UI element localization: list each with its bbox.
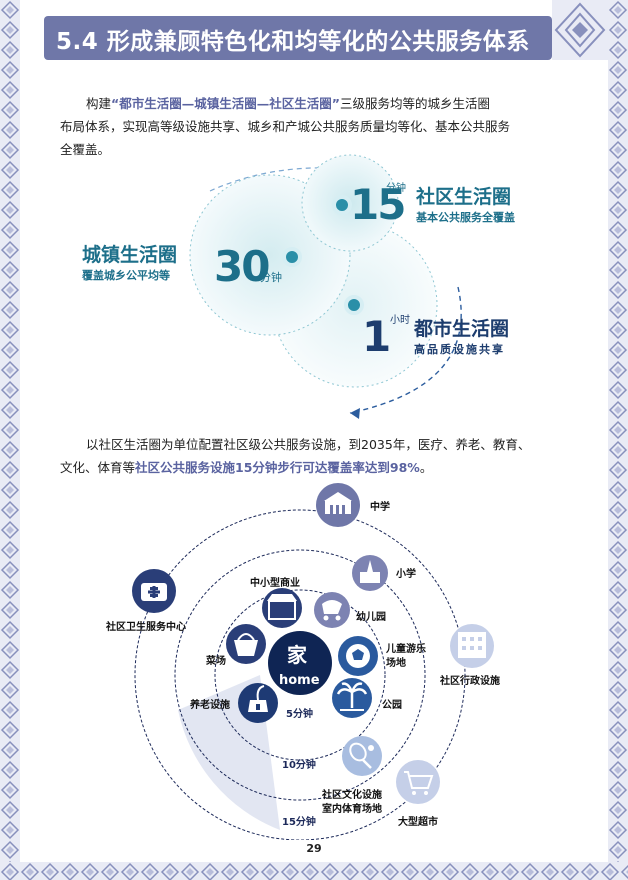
church-school-icon [352,555,388,591]
label-health-center: 社区卫生服务中心 [105,620,186,633]
storefront-icon [262,588,302,628]
metro-dot [344,295,364,315]
metro-unit: 小时 [390,314,410,326]
label-supermarket: 大型超市 [398,815,438,828]
community-dot [332,195,352,215]
office-building-icon [450,624,494,668]
label-commerce: 中小型商业 [250,576,300,589]
label-admin: 社区行政设施 [439,674,500,687]
outer-arc-right [349,286,462,414]
shopping-cart-icon [396,760,440,804]
right-border-pattern [608,0,628,880]
intro-prefix: 构建 [86,96,112,111]
body-paragraph: 以社区生活圈为单位配置社区级公共服务设施，到2035年，医疗、养老、教育、 文化… [60,433,590,479]
body-line-1: 以社区生活圈为单位配置社区级公共服务设施，到2035年，医疗、养老、教育、 [86,437,531,452]
community-desc: 基本公共服务全覆盖 [415,210,515,224]
home-label-en: home [279,673,320,688]
body-line-2-suffix: 。 [419,460,433,475]
ring-label-10min: 10分钟 [282,758,316,771]
label-park: 公园 [382,699,402,711]
intro-paragraph: 构建“都市生活圈—城镇生活圈—社区生活圈”三级服务均等的城乡生活圈 布局体系，实… [60,92,580,161]
community-unit: 分钟 [386,181,406,194]
town-name: 城镇生活圈 [82,243,177,266]
label-playground-1: 儿童游乐 [385,642,426,655]
label-culture-2: 室内体育场地 [322,802,382,815]
town-unit: 分钟 [260,270,282,284]
body-highlight: 社区公共服务设施15分钟步行可达覆盖率达到98% [135,460,420,475]
intro-suffix: 三级服务均等的城乡生活圈 [339,96,490,111]
label-playground-2: 场地 [386,656,406,669]
elderly-care-icon [238,683,278,723]
school-building-icon [316,483,360,527]
community-name: 社区生活圈 [415,185,511,208]
title-banner [44,16,552,60]
tennis-racket-icon [342,736,382,776]
facility-diagram: 5分钟 10分钟 15分钟 家 home 中学 小学 中小型商业 幼儿园 社区卫 [105,483,500,840]
label-market: 菜场 [205,654,226,667]
town-desc: 覆盖城乡公平均等 [82,268,170,282]
basket-icon [226,624,266,664]
top-right-ornament [552,0,608,60]
left-border-pattern [0,0,20,880]
palm-tree-icon [332,678,372,718]
ring-10min [174,549,426,801]
medical-kit-icon [132,569,176,613]
page-title: 5.4 形成兼顾特色化和均等化的公共服务体系 [56,29,530,55]
label-culture-1: 社区文化设施 [321,788,382,801]
town-dot [282,247,302,267]
outer-arc-top [209,167,391,192]
home-label-cn: 家 [287,643,308,667]
page-number: 29 [306,842,322,855]
stroller-icon [314,592,350,628]
bottom-border-pattern [0,862,628,880]
intro-highlight: “都市生活圈—城镇生活圈—社区生活圈” [111,96,340,111]
label-primary-school: 小学 [395,567,416,580]
ball-icon [338,636,378,676]
intro-line-3: 全覆盖。 [60,142,111,157]
ring-label-15min: 15分钟 [282,815,316,828]
ring-15min [134,509,466,840]
home-circle [268,631,332,695]
life-circle-diagram: 15 分钟 社区生活圈 基本公共服务全覆盖 城镇生活圈 覆盖城乡公平均等 30 … [82,154,515,419]
metro-desc: 高品质设施共享 [414,342,505,356]
arrow-head [350,408,360,419]
label-middle-school: 中学 [370,500,390,513]
ring-5min [214,589,386,761]
ring-label-5min: 5分钟 [286,707,313,720]
body-line-2-prefix: 文化、体育等 [60,460,136,475]
town-number: 30 [214,242,269,291]
metro-number: 1 [362,312,391,361]
label-elderly: 养老设施 [189,698,230,711]
label-kindergarten: 幼儿园 [356,610,386,623]
intro-line-2: 布局体系，实现高等级设施共享、城乡和产城公共服务质量均等化、基本公共服务 [60,119,511,134]
community-number: 15 [350,180,404,229]
metro-name: 都市生活圈 [413,317,509,340]
